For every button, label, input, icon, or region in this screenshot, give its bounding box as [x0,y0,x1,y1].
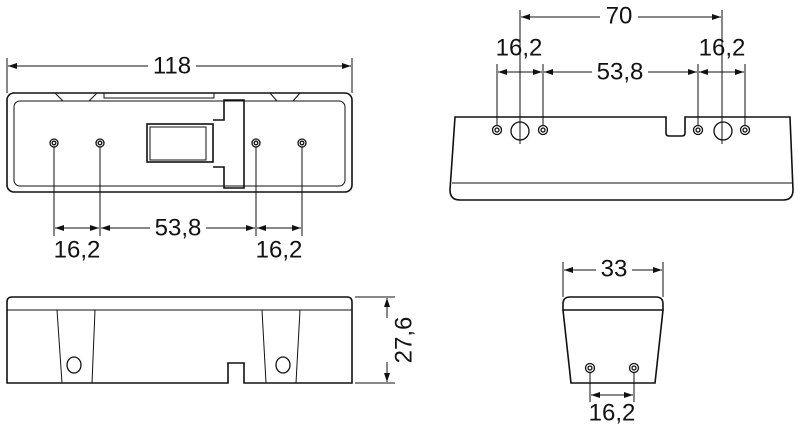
side-view: 27,6 [6,296,417,384]
dim-end-width: 33 [601,255,628,282]
dim-rear-hole-pitch-center: 53,8 [597,58,644,85]
dim-height: 27,6 [390,317,417,364]
dim-width-118: 118 [153,52,191,79]
dim-hole-pitch-center: 53,8 [155,214,202,241]
dim-end-hole-pitch: 16,2 [589,399,636,426]
rear-view: 70 53,8 16,2 16,2 [449,2,794,201]
front-view: 118 53,8 16,2 16,2 [6,52,353,263]
dim-mount-distance: 70 [606,2,633,29]
dim-hole-pitch-right: 16,2 [256,236,303,263]
dim-rear-hole-pitch-left: 16,2 [496,34,543,61]
dim-hole-pitch-left: 16,2 [54,236,101,263]
end-view: 33 16,2 [562,255,664,426]
mounting-holes [49,138,307,148]
dim-rear-hole-pitch-right: 16,2 [699,34,746,61]
